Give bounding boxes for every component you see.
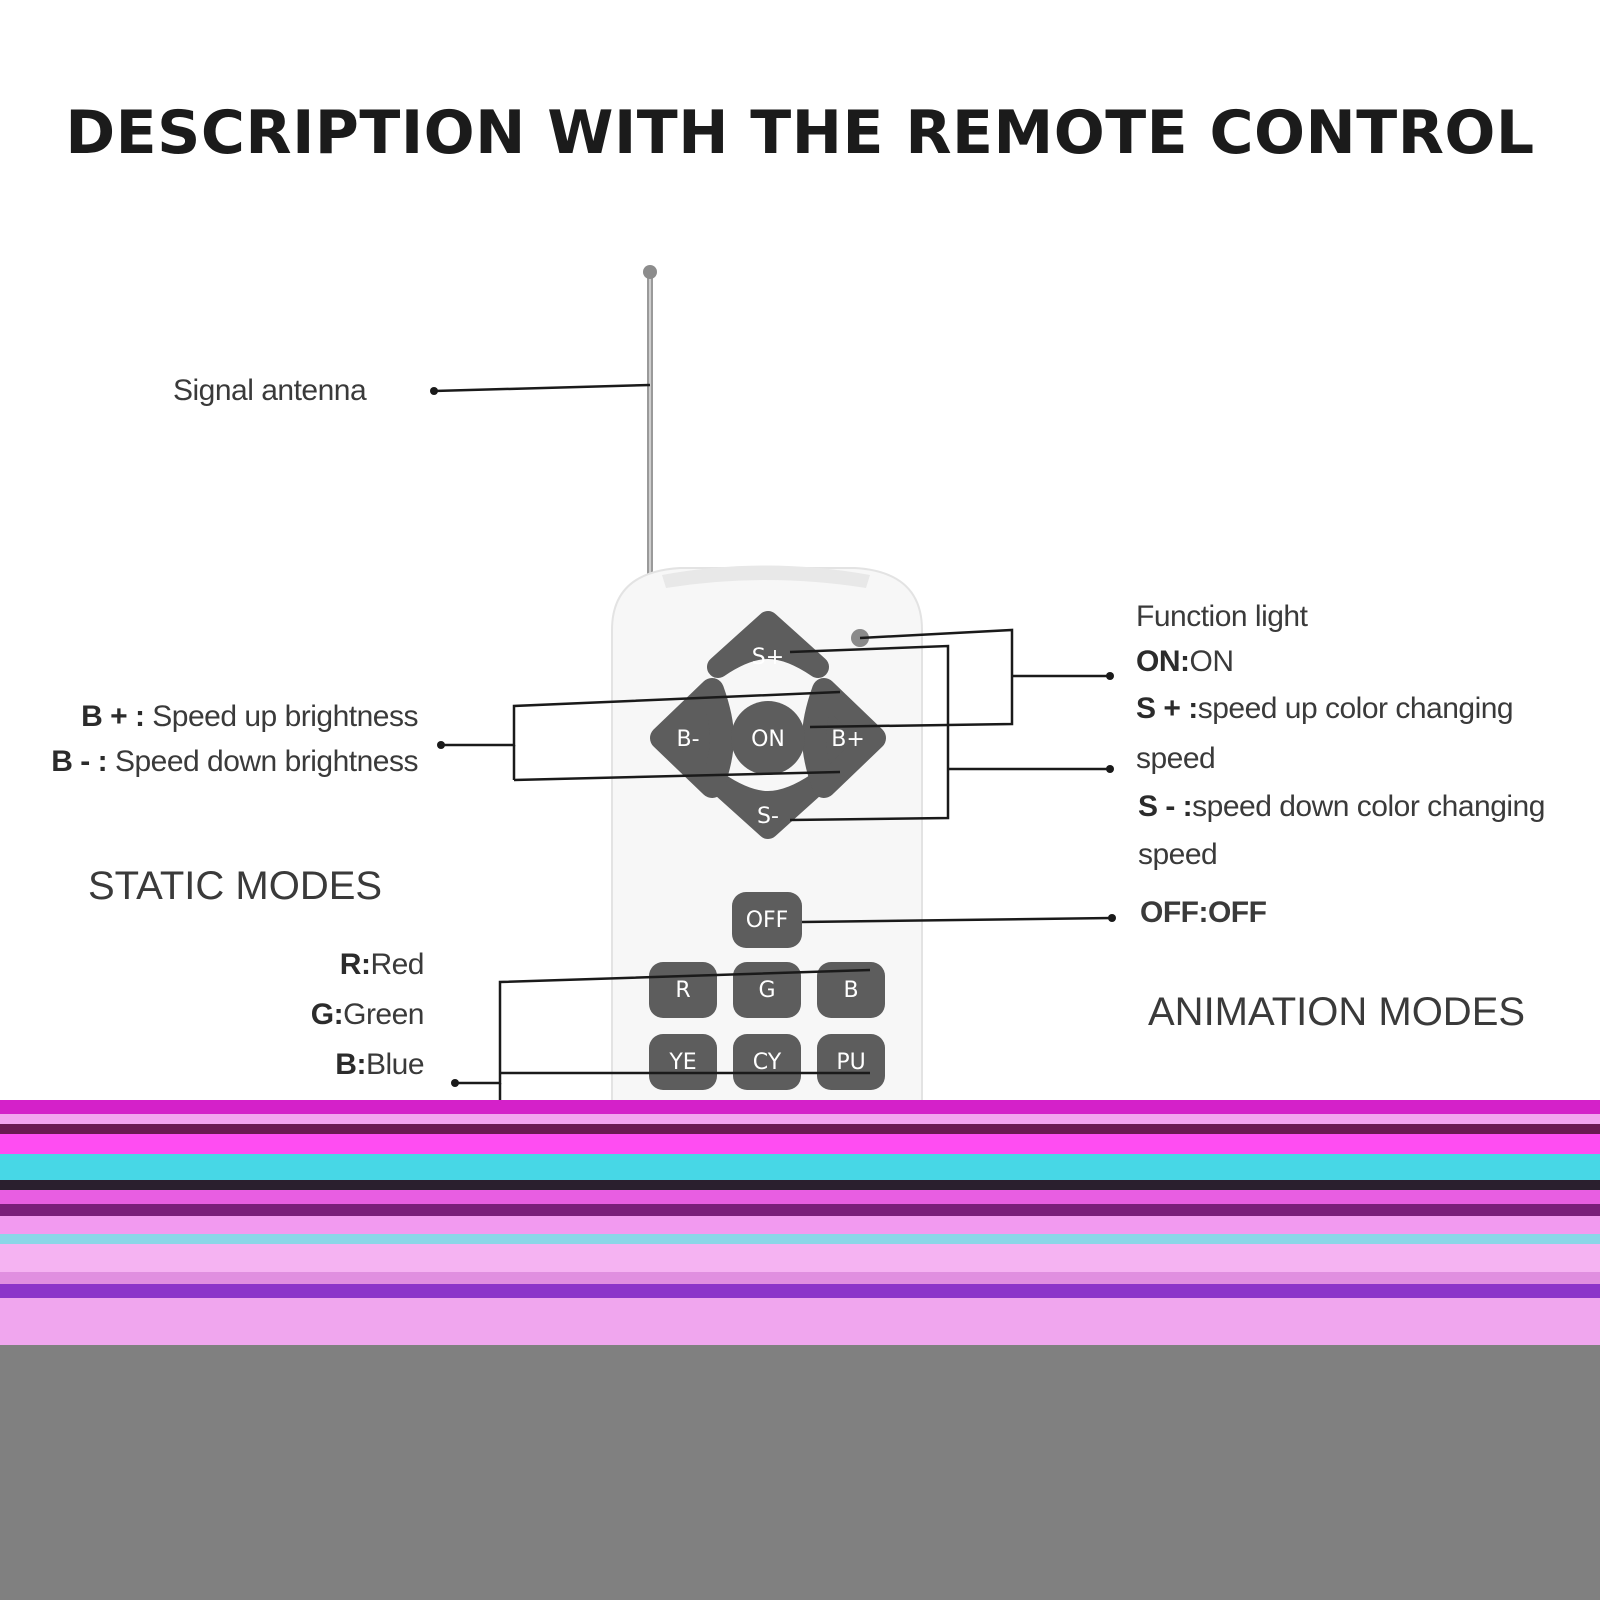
label-bminus-key: B - :: [51, 745, 108, 778]
leader-lines: [433, 383, 1113, 1100]
label-on: ON:ON: [1136, 645, 1234, 679]
green-button[interactable]: G: [733, 962, 801, 1018]
label-on-desc: ON: [1189, 645, 1235, 678]
blank-area: [0, 1345, 1600, 1600]
label-green: G:Green: [0, 998, 425, 1032]
label-red-desc: Red: [370, 948, 424, 981]
label-splus-line2: speed: [1136, 742, 1216, 775]
label-bplus-desc: Speed up brightness: [144, 700, 418, 733]
antenna: [643, 265, 657, 580]
purple-button[interactable]: PU: [817, 1034, 885, 1090]
g-label: G: [758, 978, 775, 1003]
splus-label: S+: [752, 645, 784, 670]
bplus-button[interactable]: B+: [802, 678, 886, 798]
label-splus-desc: speed up color changing: [1197, 692, 1514, 725]
bplus-label: B+: [831, 727, 865, 752]
label-sminus: S - :speed down color changing: [1138, 790, 1545, 824]
bminus-label: B-: [676, 727, 699, 752]
r-label: R: [675, 978, 690, 1003]
on-button[interactable]: ON: [731, 701, 805, 775]
label-sminus-desc: speed down color changing: [1192, 790, 1545, 823]
label-antenna: Signal antenna: [173, 374, 367, 407]
ye-label: YE: [668, 1050, 696, 1075]
page-title: DESCRIPTION WITH THE REMOTE CONTROL: [65, 98, 1535, 168]
off-label: OFF: [746, 908, 789, 933]
label-sminus-key: S - :: [1138, 790, 1193, 823]
label-bminus: B - : Speed down brightness: [0, 745, 418, 779]
static-modes-heading: STATIC MODES: [88, 864, 383, 908]
pu-label: PU: [836, 1050, 865, 1075]
splus-button[interactable]: S+: [707, 611, 829, 678]
label-red: R:Red: [0, 948, 425, 982]
leader-dots: [430, 387, 1116, 1087]
on-label: ON: [751, 727, 785, 752]
animation-modes-heading: ANIMATION MODES: [1148, 990, 1526, 1034]
corrupted-region: [0, 1100, 1600, 1350]
label-bplus-key: B + :: [81, 700, 145, 733]
label-green-key: G:: [310, 998, 344, 1031]
label-bminus-desc: Speed down brightness: [107, 745, 419, 778]
b-label: B: [843, 978, 858, 1003]
yellow-button[interactable]: YE: [649, 1034, 717, 1090]
red-button[interactable]: R: [649, 962, 717, 1018]
label-sminus-line2: speed: [1138, 838, 1218, 871]
blue-button[interactable]: B: [817, 962, 885, 1018]
label-off: OFF:OFF: [1140, 896, 1267, 929]
label-function-light: Function light: [1136, 600, 1308, 633]
label-red-key: R:: [339, 948, 371, 981]
label-splus-key: S + :: [1136, 692, 1198, 725]
label-splus: S + :speed up color changing: [1136, 692, 1514, 726]
label-bplus: B + : Speed up brightness: [0, 700, 418, 734]
cyan-button[interactable]: CY: [733, 1034, 801, 1090]
cy-label: CY: [753, 1050, 782, 1075]
off-button[interactable]: OFF: [732, 892, 802, 948]
label-green-desc: Green: [343, 998, 424, 1031]
label-blue: B:Blue: [0, 1048, 424, 1082]
sminus-label: S-: [757, 804, 779, 829]
label-on-key: ON:: [1136, 645, 1190, 678]
label-blue-key: B:: [335, 1048, 366, 1081]
sminus-button[interactable]: S-: [707, 772, 829, 839]
label-blue-desc: Blue: [365, 1048, 425, 1081]
